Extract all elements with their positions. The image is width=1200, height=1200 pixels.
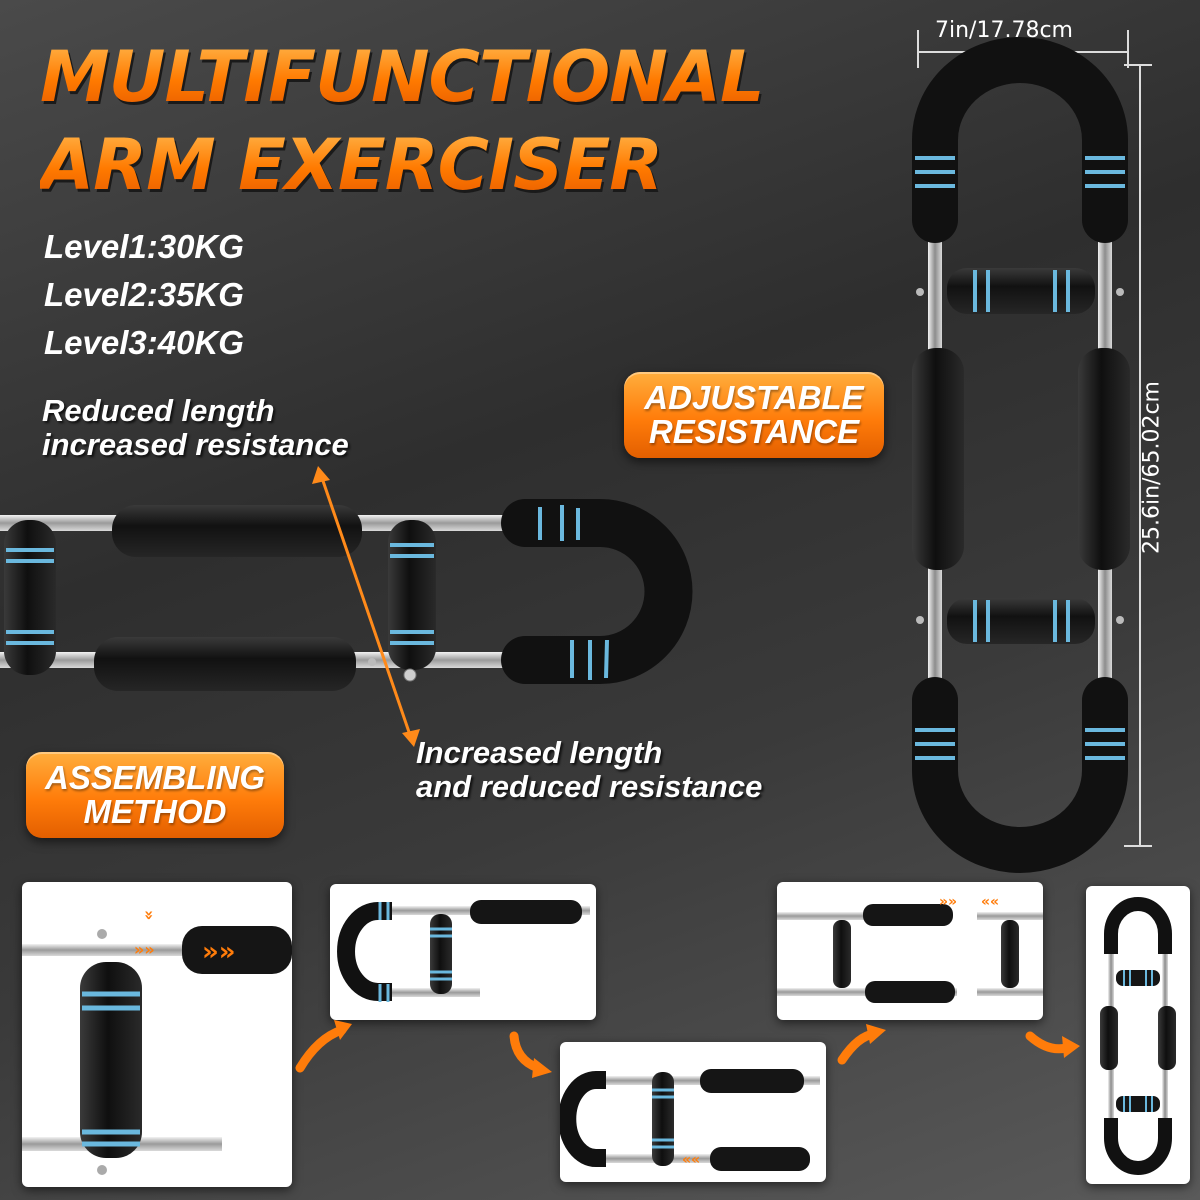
resistance-arrow-line bbox=[320, 477, 412, 736]
assembly-step-1-image: »» »» » bbox=[22, 910, 292, 1175]
title-line-1: MULTIFUNCTIONAL bbox=[40, 36, 765, 118]
assembly-step-4-panel: »» «« bbox=[777, 882, 1043, 1020]
level-3-text: Level3:40KG bbox=[44, 324, 244, 361]
level-1-text: Level1:30KG bbox=[44, 228, 244, 265]
arrow-up-head-icon bbox=[312, 466, 330, 484]
svg-text:»»: »» bbox=[202, 937, 236, 967]
assembly-step-5-panel bbox=[1086, 886, 1190, 1184]
assembly-step-5-image bbox=[1100, 897, 1176, 1175]
assembly-step-2-image bbox=[337, 900, 590, 1002]
increased-length-note: Increased length and reduced resistance bbox=[416, 735, 763, 805]
assembling-method-text: ASSEMBLING METHOD bbox=[44, 759, 265, 830]
width-dimension-label: 7in/17.78cm bbox=[935, 18, 1073, 43]
adjustable-resistance-text: ADJUSTABLE RESISTANCE bbox=[644, 379, 864, 450]
arrow-down-head-icon bbox=[402, 729, 420, 747]
svg-text:««: «« bbox=[981, 894, 999, 910]
svg-text:»»: »» bbox=[134, 940, 155, 959]
step-arrow-2-icon bbox=[509, 1031, 552, 1078]
step-arrow-4-icon bbox=[1025, 1031, 1080, 1058]
assembly-step-1-panel: »» »» » bbox=[22, 882, 292, 1187]
assembly-step-2-panel bbox=[330, 884, 596, 1020]
level-2-text: Level2:35KG bbox=[44, 276, 244, 313]
adjustable-resistance-badge: ADJUSTABLE RESISTANCE bbox=[624, 372, 884, 458]
svg-text:««: «« bbox=[682, 1152, 700, 1168]
svg-text:»»: »» bbox=[939, 894, 957, 910]
assembling-method-badge: ASSEMBLING METHOD bbox=[26, 752, 284, 838]
step-arrow-1-icon bbox=[295, 1020, 352, 1073]
assembly-step-3-image: «« bbox=[560, 1069, 820, 1171]
assembly-step-3-panel: «« bbox=[560, 1042, 826, 1182]
step-arrow-3-icon bbox=[837, 1024, 886, 1065]
assembly-step-4-image: »» «« bbox=[777, 894, 1043, 1003]
svg-text:»: » bbox=[140, 910, 159, 920]
reduced-length-note: Reduced length increased resistance bbox=[42, 393, 349, 463]
title-line-2: ARM EXERCISER bbox=[40, 124, 663, 206]
